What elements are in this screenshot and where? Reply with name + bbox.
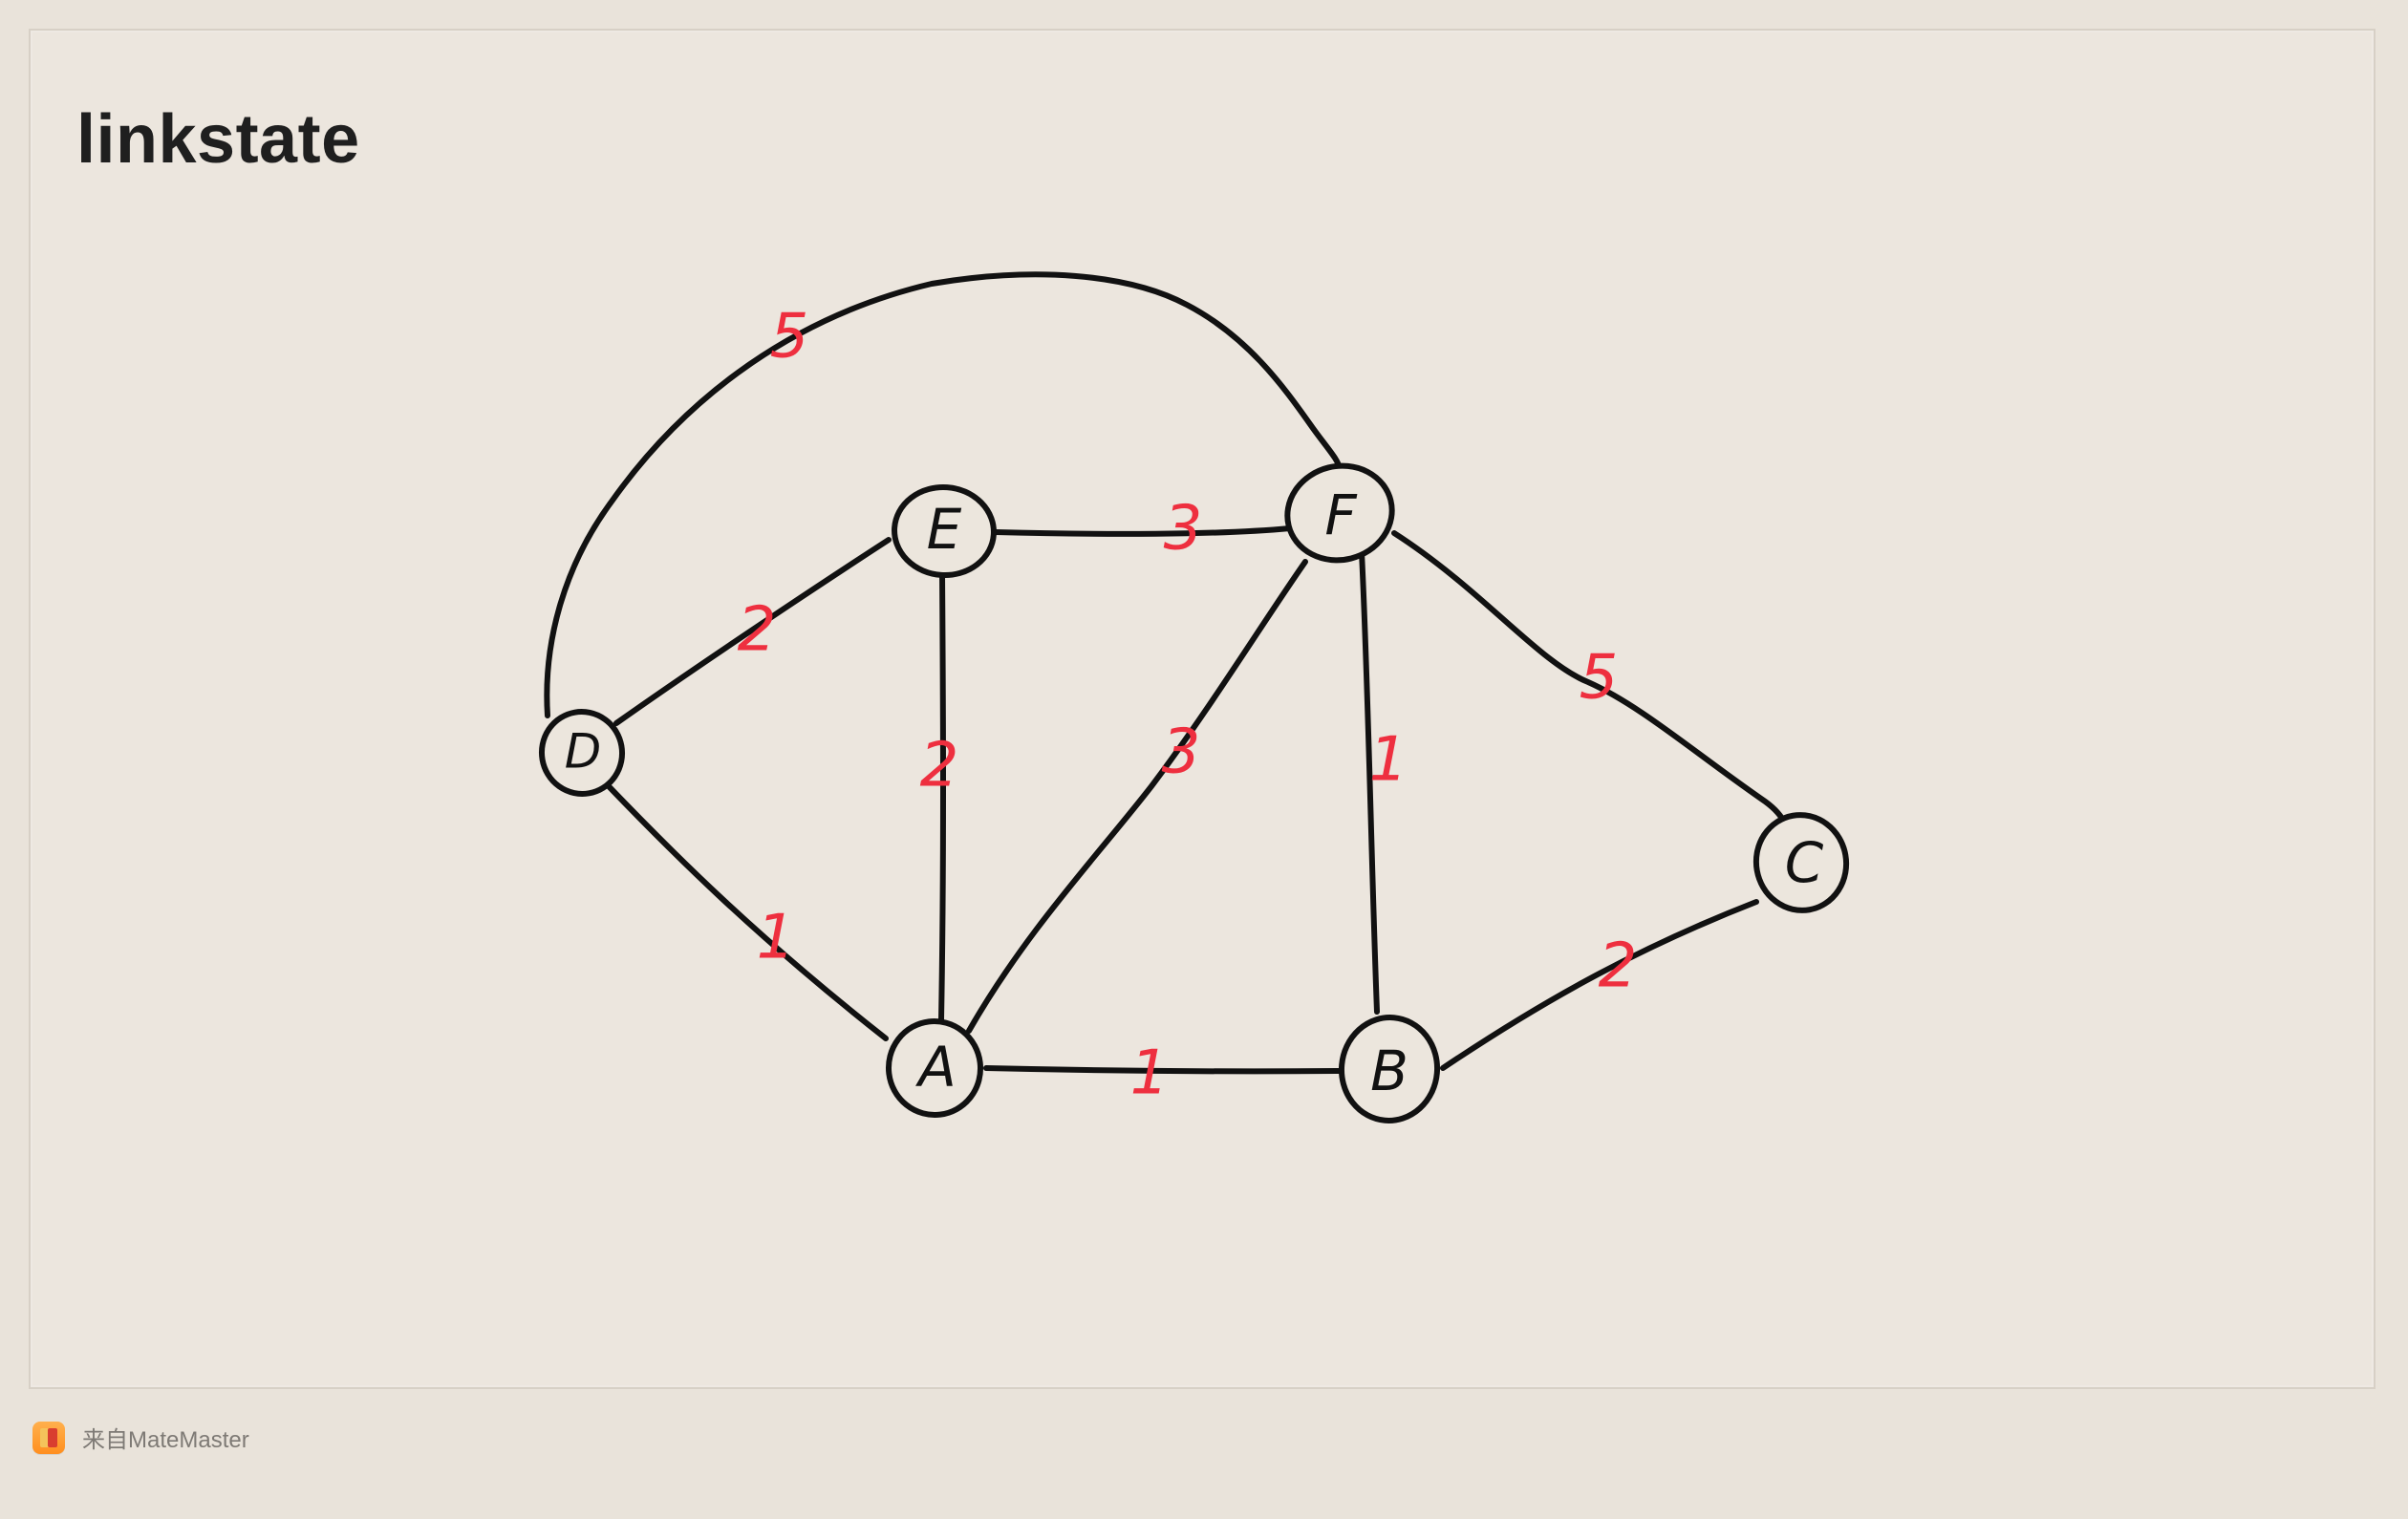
weight-d-e: 2 xyxy=(738,595,777,666)
weight-f-b: 1 xyxy=(1369,725,1408,796)
node-a: A xyxy=(885,1018,984,1118)
edge-f-c xyxy=(1391,530,1790,842)
edge-a-f xyxy=(966,559,1308,1034)
weight-b-c: 2 xyxy=(1599,931,1638,1002)
node-e-label: E xyxy=(927,497,962,562)
edge-d-e xyxy=(613,537,892,726)
node-c-label: C xyxy=(1785,830,1824,895)
matemaster-logo-icon xyxy=(32,1421,65,1454)
node-d-label: D xyxy=(565,724,602,780)
edge-f-b xyxy=(1359,549,1380,1015)
node-e: E xyxy=(892,483,997,579)
weight-e-f: 3 xyxy=(1164,494,1203,565)
node-b-label: B xyxy=(1370,1038,1408,1103)
edge-d-f xyxy=(544,271,1343,718)
edge-e-f xyxy=(993,525,1293,537)
edge-b-c xyxy=(1440,899,1759,1071)
weight-d-a: 1 xyxy=(757,903,796,973)
node-a-label: A xyxy=(914,1035,957,1100)
page-title: linkstate xyxy=(76,101,360,178)
node-f: F xyxy=(1284,462,1395,564)
weight-a-b: 1 xyxy=(1130,1038,1170,1109)
footer-text: 来自MateMaster xyxy=(82,1427,249,1453)
node-c: C xyxy=(1752,812,1850,913)
footer-source: 来自MateMaster xyxy=(32,1421,249,1454)
weight-a-f: 3 xyxy=(1162,717,1201,788)
weight-f-c: 5 xyxy=(1580,643,1619,714)
node-f-label: F xyxy=(1324,482,1358,547)
weight-d-f: 5 xyxy=(770,302,809,373)
canvas-frame xyxy=(29,29,2376,1389)
edge-a-b xyxy=(983,1065,1344,1075)
edge-d-a xyxy=(604,781,889,1041)
weight-e-a: 2 xyxy=(920,731,959,802)
node-b: B xyxy=(1338,1015,1441,1123)
node-d: D xyxy=(538,709,626,797)
edge-e-a xyxy=(938,568,946,1023)
